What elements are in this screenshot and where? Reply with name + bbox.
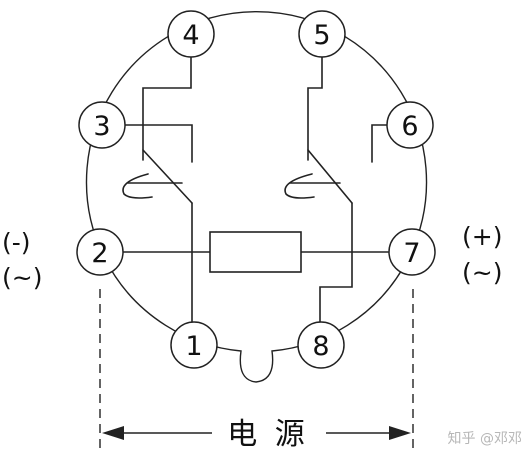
pin-2-label: 2 <box>91 238 108 269</box>
pin-1: 1 <box>170 321 218 369</box>
polarity-left-bottom: (~) <box>2 263 42 292</box>
left-contact-arc <box>122 173 153 199</box>
wire-pin3 <box>124 124 193 163</box>
wire-pin4 <box>142 55 192 161</box>
pin-5-label: 5 <box>313 20 330 51</box>
polarity-left-top: (-) <box>2 228 31 257</box>
polarity-right-top: (+) <box>462 222 502 251</box>
pin-8-label: 8 <box>312 331 329 362</box>
pin-2: 2 <box>76 228 124 276</box>
left-contact-arm <box>142 149 193 204</box>
pin-3-label: 3 <box>93 111 110 142</box>
relay-base-outline <box>85 11 428 383</box>
wire-pin6 <box>371 124 389 163</box>
supply-label: 电 源 <box>227 417 309 452</box>
pin-6-label: 6 <box>401 111 418 142</box>
internal-wiring <box>122 55 389 328</box>
supply-dimension-arrows <box>102 426 411 440</box>
wire-pin5 <box>307 55 323 161</box>
polarity-right-bottom: (~) <box>462 258 502 287</box>
pin-3: 3 <box>78 101 126 149</box>
pin-6: 6 <box>386 101 434 149</box>
right-contact-arc <box>284 173 315 199</box>
pin-8: 8 <box>297 321 345 369</box>
pin-5: 5 <box>298 10 346 58</box>
watermark: 知乎 @邓邓 <box>448 430 522 447</box>
supply-extension-lines <box>99 289 414 452</box>
pin-4: 4 <box>167 10 215 58</box>
wire-right-common <box>319 202 353 328</box>
pin-1-label: 1 <box>185 331 202 362</box>
pin-7: 7 <box>388 228 436 276</box>
right-contact-arm <box>307 149 353 204</box>
pin-7-label: 7 <box>403 238 420 269</box>
pin-4-label: 4 <box>182 20 199 51</box>
coil <box>209 231 302 273</box>
